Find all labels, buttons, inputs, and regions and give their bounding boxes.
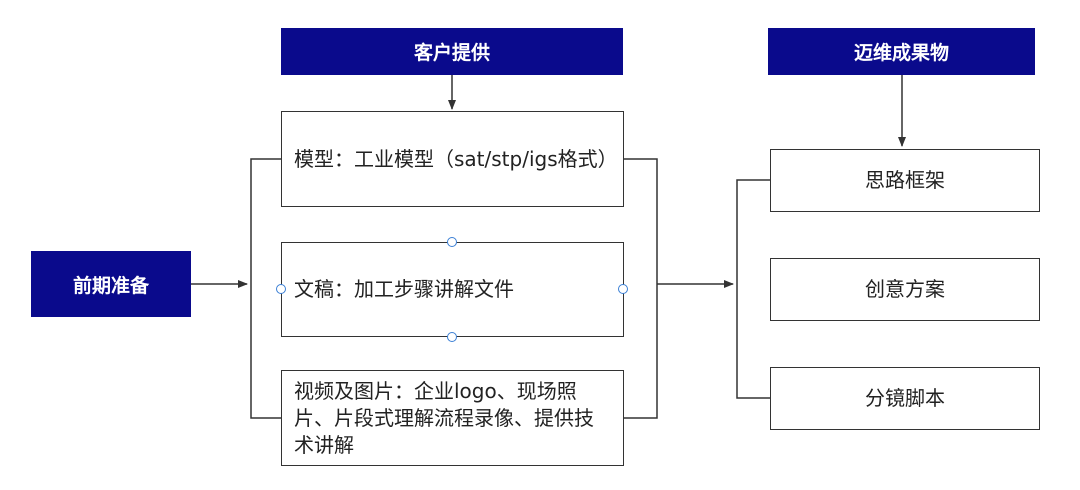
prep-header: 前期准备 xyxy=(31,251,191,317)
resize-handle-left[interactable] xyxy=(276,284,286,294)
customer-item-document[interactable]: 文稿：加工步骤讲解文件 xyxy=(281,242,624,337)
deliverable-storyboard: 分镜脚本 xyxy=(770,367,1040,430)
customer-item-model: 模型：工业模型（sat/stp/igs格式） xyxy=(281,111,624,207)
deliverables-header: 迈维成果物 xyxy=(768,28,1035,75)
resize-handle-top[interactable] xyxy=(447,237,457,247)
right-bracket xyxy=(624,158,658,419)
deliverable-storyboard-text: 分镜脚本 xyxy=(865,386,945,410)
customer-item-media-text: 视频及图片：企业logo、现场照片、片段式理解流程录像、提供技术讲解 xyxy=(294,378,594,457)
customer-item-media: 视频及图片：企业logo、现场照片、片段式理解流程录像、提供技术讲解 xyxy=(281,370,624,466)
customer-item-model-text: 模型：工业模型（sat/stp/igs格式） xyxy=(294,146,618,171)
deliverable-framework: 思路框架 xyxy=(770,149,1040,212)
customer-header: 客户提供 xyxy=(281,28,623,75)
deliverable-creative-plan-text: 创意方案 xyxy=(865,277,945,301)
left-bracket xyxy=(250,158,281,419)
customer-item-document-text: 文稿：加工步骤讲解文件 xyxy=(294,277,514,301)
deliverables-bracket xyxy=(736,179,770,399)
resize-handle-bottom[interactable] xyxy=(447,332,457,342)
deliverable-framework-text: 思路框架 xyxy=(865,168,945,192)
resize-handle-right[interactable] xyxy=(618,284,628,294)
deliverable-creative-plan: 创意方案 xyxy=(770,258,1040,321)
